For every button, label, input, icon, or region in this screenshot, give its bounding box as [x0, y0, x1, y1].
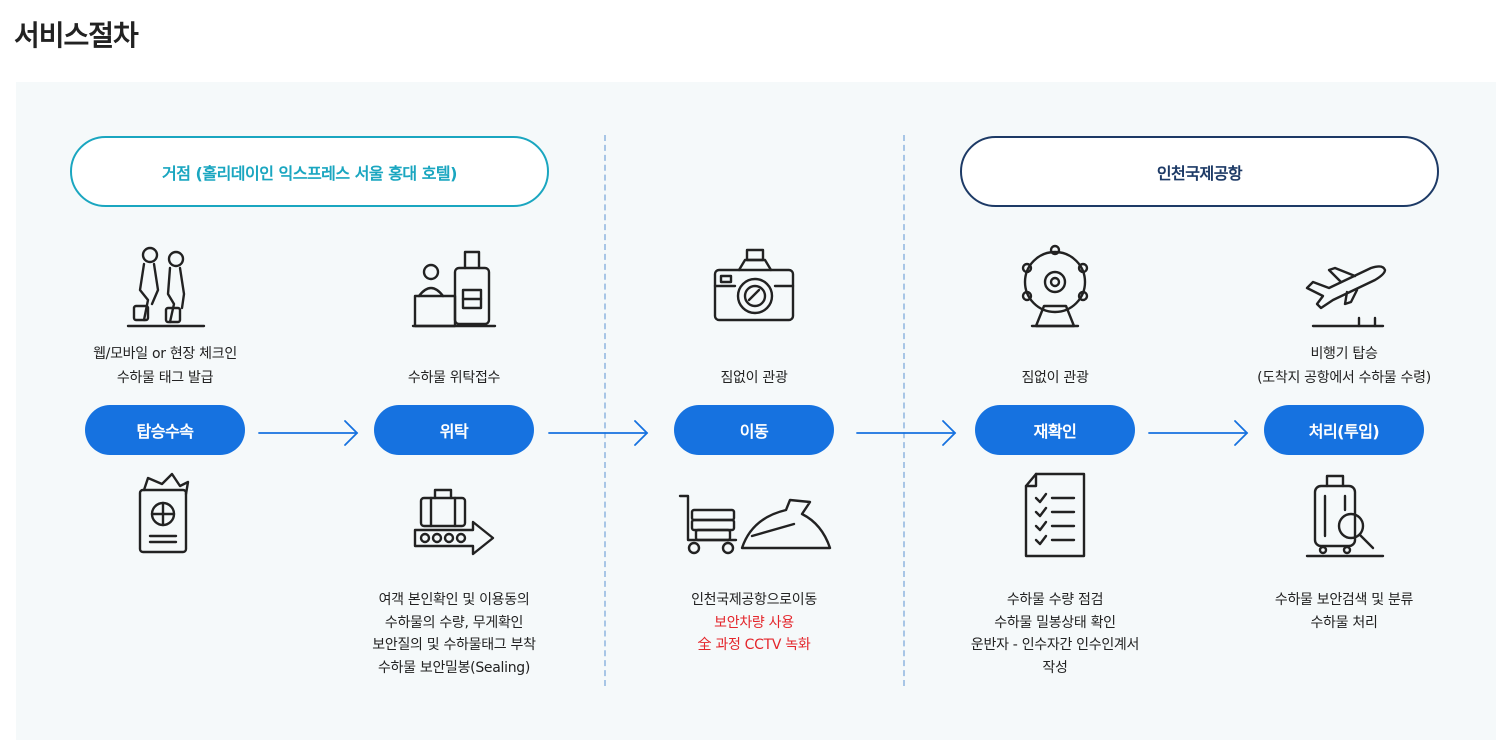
airplane-takeoff-icon [1299, 242, 1389, 332]
ferris-wheel-icon [1010, 242, 1100, 332]
step-top-text: (도착지 공항에서 수하물 수령) [1257, 370, 1431, 386]
flow-arrow [856, 418, 957, 448]
step-button-process[interactable]: 처리(투입) [1264, 405, 1424, 455]
step-bottom-text: 수하물 보안검색 및 분류 [1274, 592, 1414, 608]
luggage-counter-icon [409, 242, 499, 332]
page-title: 서비스절차 [14, 19, 139, 52]
step-button-consign[interactable]: 위탁 [374, 405, 534, 455]
step-bottom-text: 운반자 - 인수자간 인수인계서 [970, 637, 1140, 653]
step-top-text: 짐없이 관광 [1021, 370, 1089, 386]
step-button-recheck[interactable]: 재확인 [975, 405, 1135, 455]
step-bottom-text: 수하물의 수량, 무게확인 [384, 614, 524, 631]
step-top-text: 웹/모바일 or 현장 체크인 [93, 346, 237, 362]
step-bottom-text: 수하물 보안밀봉(Sealing) [377, 659, 531, 676]
group-airport-label: 인천국제공항 [960, 136, 1439, 207]
step-top-text: 짐없이 관광 [720, 370, 788, 386]
group-hub-label: 거점 (홀리데이인 익스프레스 서울 홍대 호텔) [70, 136, 549, 207]
flow-arrow [1148, 418, 1249, 448]
luggage-cart-airport-icon [674, 470, 834, 560]
step-bottom-text: 작성 [1042, 659, 1068, 676]
travelers-walking-icon [120, 242, 210, 332]
luggage-search-icon [1299, 470, 1389, 560]
flow-arrow [548, 418, 649, 448]
step-bottom-text: 수하물 밀봉상태 확인 [994, 614, 1116, 631]
step-bottom-alert-text: 全 과정 CCTV 녹화 [697, 637, 811, 653]
divider-left [604, 135, 606, 686]
step-top-text: 수하물 태그 발급 [116, 370, 214, 386]
step-bottom-text: 여객 본인확인 및 이용동의 [378, 592, 530, 608]
conveyor-suitcase-icon [409, 470, 499, 560]
step-bottom-text: 보안질의 및 수하물태그 부착 [372, 637, 536, 653]
passport-icon [120, 470, 210, 560]
step-button-checkin[interactable]: 탑승수속 [85, 405, 245, 455]
flow-arrow [258, 418, 359, 448]
step-bottom-alert-text: 보안차량 사용 [714, 614, 794, 631]
camera-icon [709, 242, 799, 332]
step-top-text: 수하물 위탁접수 [407, 370, 501, 386]
divider-right [903, 135, 905, 686]
step-top-text: 비행기 탑승 [1310, 346, 1378, 362]
step-bottom-text: 수하물 수량 점검 [1006, 592, 1104, 608]
step-bottom-text: 수하물 처리 [1310, 614, 1378, 631]
checklist-icon [1010, 470, 1100, 560]
step-button-transfer[interactable]: 이동 [674, 405, 834, 455]
step-bottom-text: 인천국제공항으로이동 [691, 592, 817, 608]
